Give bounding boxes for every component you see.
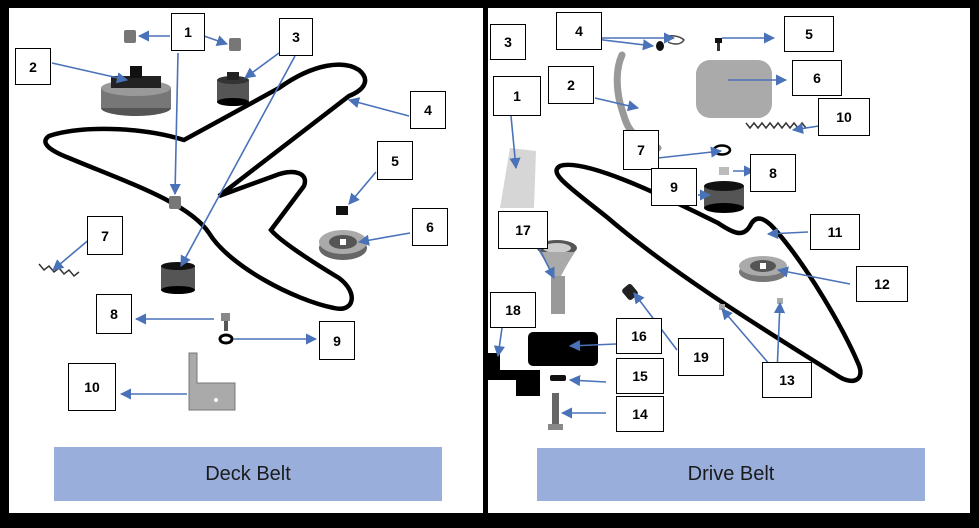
drive-belt <box>554 162 863 384</box>
drive-callout-17: 17 <box>498 211 548 249</box>
idler-pulley <box>217 72 249 106</box>
deck-callout-4: 4 <box>410 91 446 129</box>
bushing-top-right <box>229 38 241 51</box>
idler-pulley <box>704 181 744 213</box>
spacer-small <box>719 167 729 175</box>
drive-pulley <box>537 240 577 314</box>
drive-belt-panel: 3 4 5 6 2 1 10 7 8 9 11 17 12 18 16 19 1… <box>488 8 970 513</box>
key <box>622 284 638 300</box>
deck-callout-3: 3 <box>279 18 313 56</box>
deck-callout-1: 1 <box>171 13 205 51</box>
belt-cover <box>696 60 772 118</box>
deck-callout-5: 5 <box>377 141 413 180</box>
heat-shield <box>500 148 536 208</box>
spacer-washer <box>550 375 566 381</box>
bushing-center <box>169 196 181 209</box>
deck-callout-9: 9 <box>319 321 355 360</box>
pulley-large <box>101 66 171 116</box>
bushing-top-left <box>124 30 136 43</box>
drive-callout-8: 8 <box>750 154 796 192</box>
flat-pulley <box>319 230 367 260</box>
drive-callout-9: 9 <box>651 168 697 206</box>
deck-belt <box>43 62 368 312</box>
drive-belt-caption: Drive Belt <box>537 448 925 501</box>
drive-callout-4: 4 <box>556 12 602 50</box>
deck-belt-panel: 1 2 3 4 5 6 7 8 9 10 Deck Belt <box>9 8 483 513</box>
deck-belt-diagram <box>38 30 411 411</box>
pin-left <box>719 304 725 310</box>
washer-small <box>656 41 664 51</box>
drive-callout-14: 14 <box>616 396 664 432</box>
drive-callout-7: 7 <box>623 130 659 170</box>
drive-callout-13: 13 <box>762 362 812 398</box>
deck-belt-caption: Deck Belt <box>54 447 442 501</box>
deck-callout-6: 6 <box>412 208 448 246</box>
drive-callout-19: 19 <box>678 338 724 376</box>
engine-block <box>528 332 598 366</box>
deck-callout-7: 7 <box>87 216 123 255</box>
drive-callout-15: 15 <box>616 358 664 394</box>
hair-clip <box>663 35 685 45</box>
drive-callout-5: 5 <box>784 16 834 52</box>
pin-right <box>777 298 783 304</box>
drive-callout-1: 1 <box>493 76 541 116</box>
spacer <box>336 206 348 215</box>
drive-callout-6: 6 <box>792 60 842 96</box>
engine-mount <box>488 353 540 396</box>
washer <box>218 333 234 345</box>
v-pulley <box>739 256 787 282</box>
deck-callout-2: 2 <box>15 48 51 85</box>
drive-callout-10: 10 <box>818 98 870 136</box>
screw <box>715 38 722 43</box>
extension-spring <box>745 121 807 130</box>
idler-pulley-lower <box>161 262 195 294</box>
bolt-long <box>552 393 559 427</box>
drive-callout-11: 11 <box>810 214 860 250</box>
snap-ring <box>712 144 732 156</box>
deck-callout-10: 10 <box>68 363 116 411</box>
drive-callout-16: 16 <box>616 318 662 354</box>
drive-callout-12: 12 <box>856 266 908 302</box>
drive-callout-18: 18 <box>490 292 536 328</box>
drive-belt-diagram <box>488 32 863 430</box>
bolt <box>221 313 230 321</box>
bracket <box>188 352 236 411</box>
drive-callout-3: 3 <box>490 24 526 60</box>
deck-callout-8: 8 <box>96 294 132 334</box>
drive-callout-2: 2 <box>548 66 594 104</box>
